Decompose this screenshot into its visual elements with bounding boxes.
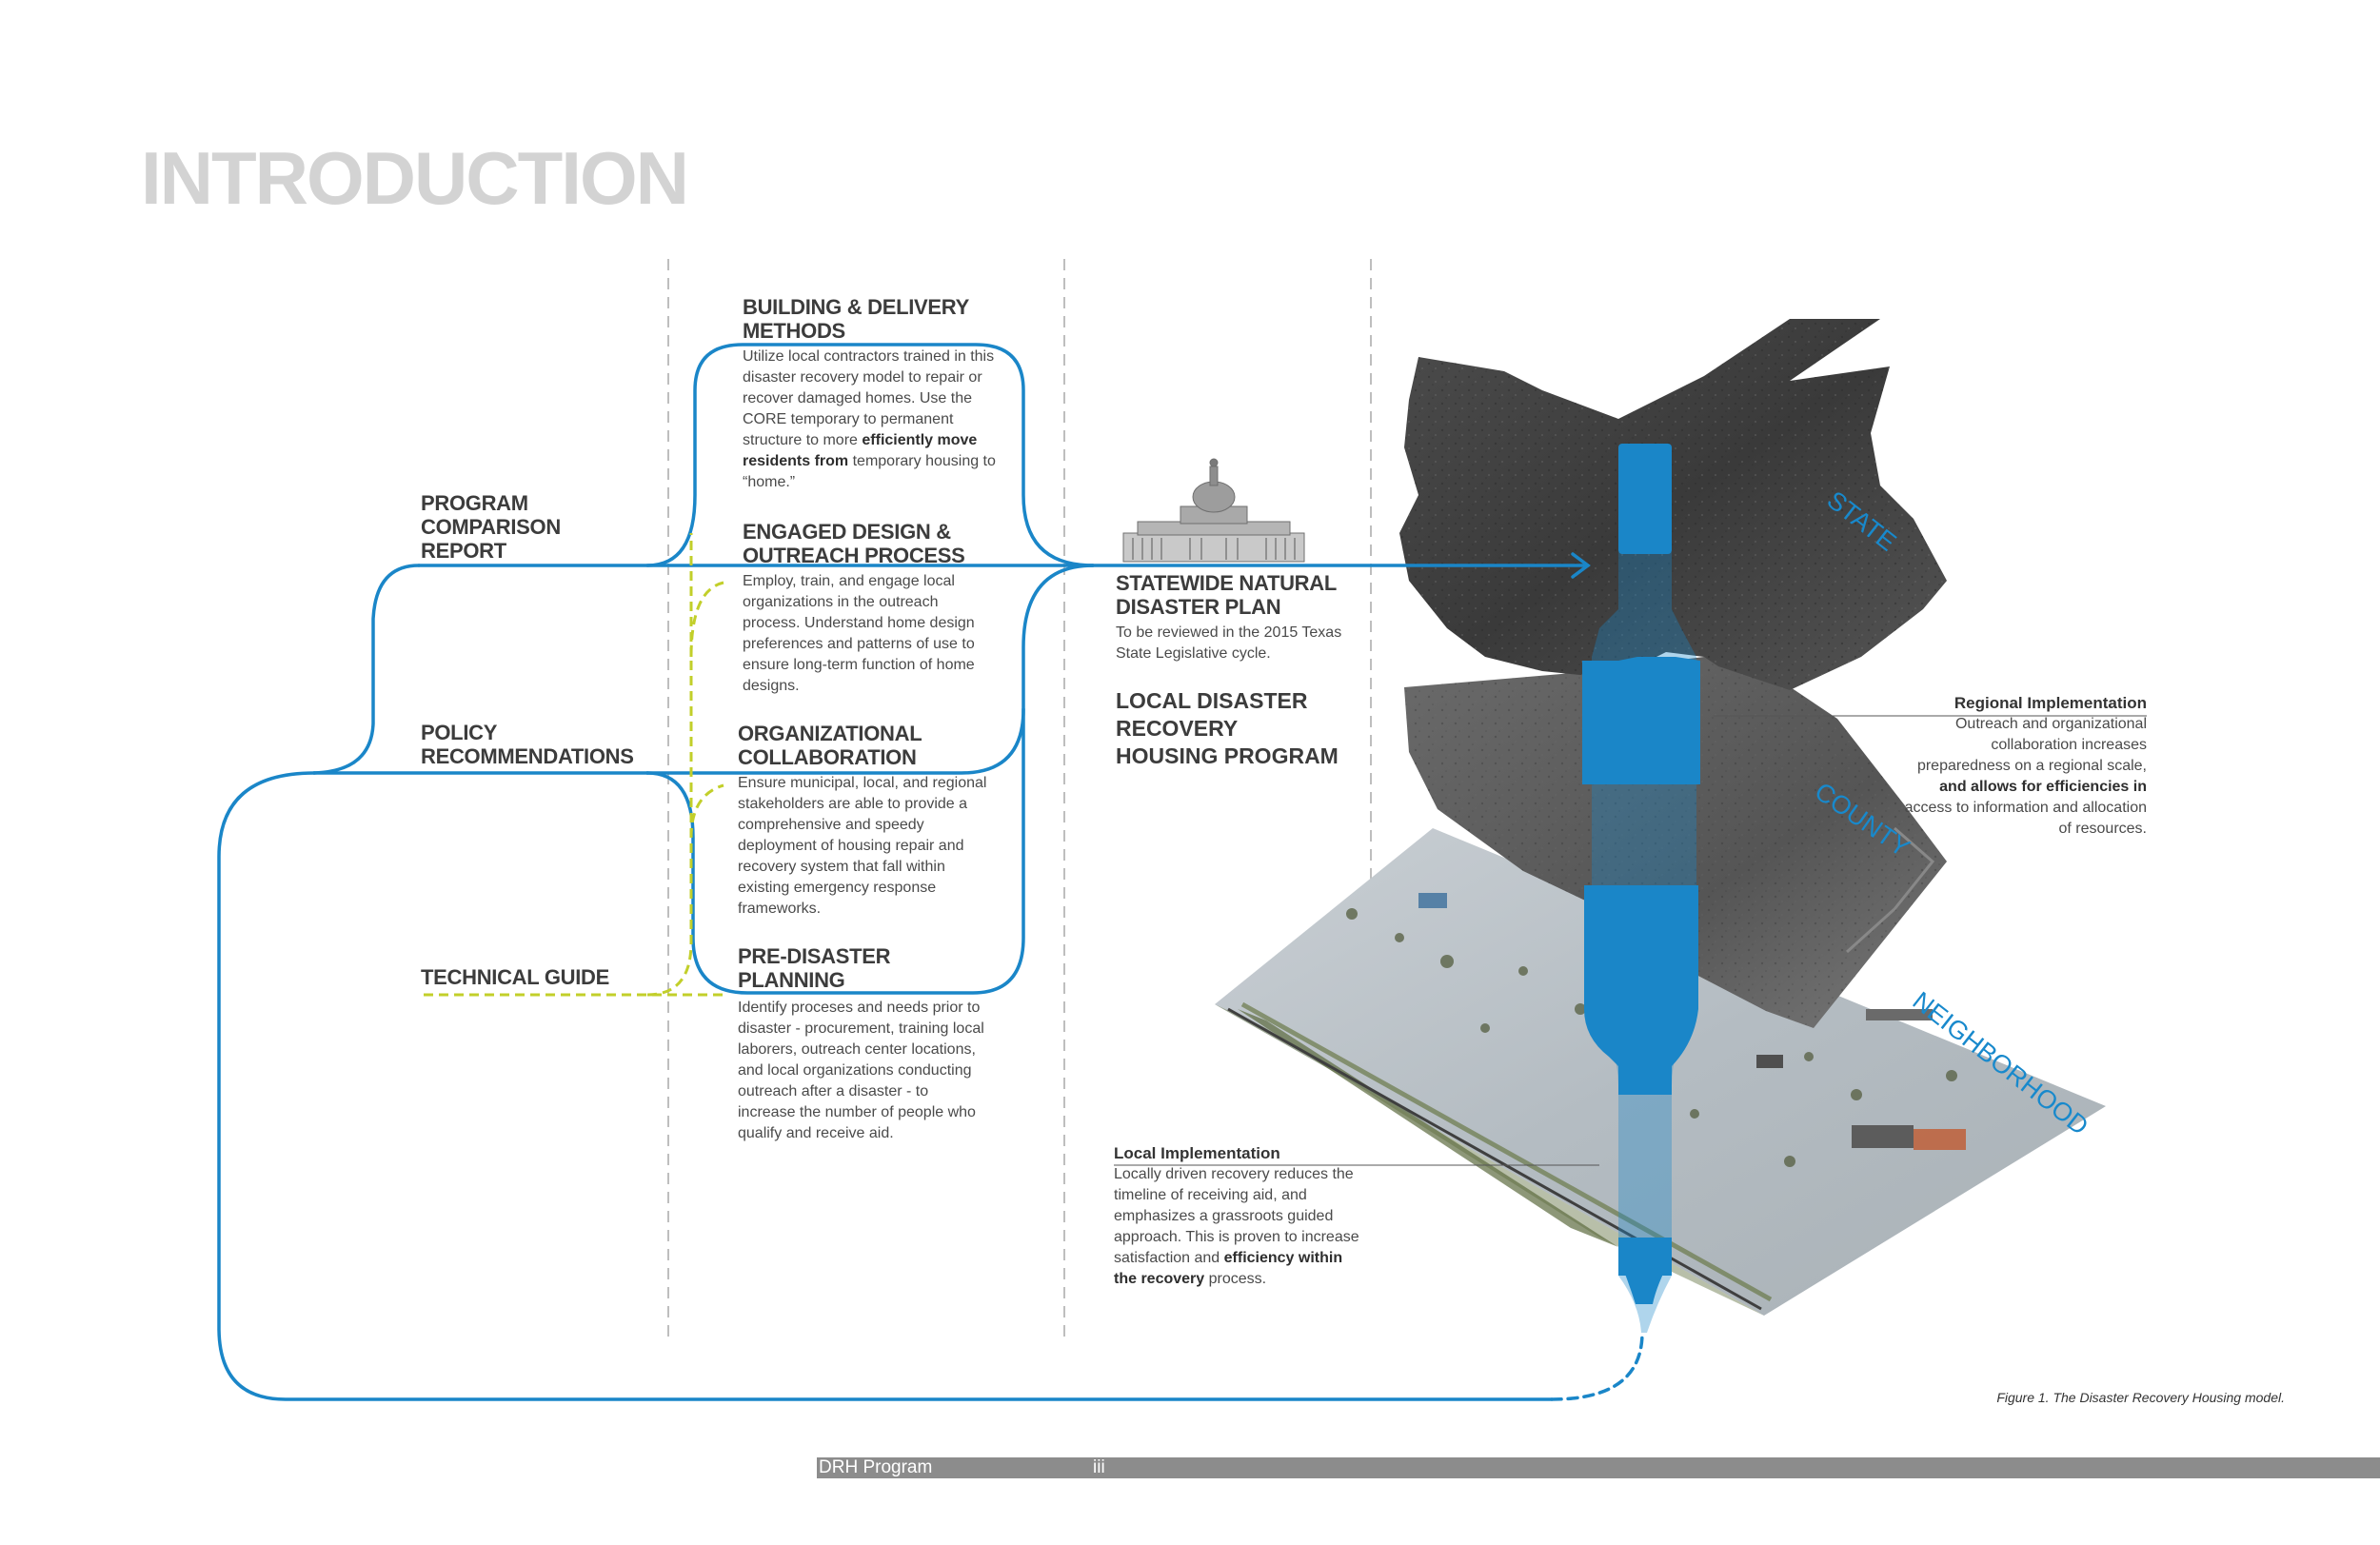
figure-caption: Figure 1. The Disaster Recovery Housing … [1996, 1390, 2285, 1405]
callout-body-text: Outreach and organizational collaboratio… [1916, 716, 2147, 774]
method-organizational-collaboration: ORGANIZATIONAL COLLABORATION Ensure muni… [738, 722, 1000, 920]
callout-body-tail: process. [1208, 1271, 1267, 1287]
method-body: Identify proceses and needs prior to dis… [738, 1000, 984, 1141]
callout-title: Local Implementation [1114, 1144, 1280, 1162]
method-engaged-design: ENGAGED DESIGN & OUTREACH PROCESS Employ… [743, 520, 1000, 697]
statewide-plan-body: To be reviewed in the 2015 Texas State L… [1116, 624, 1342, 662]
column-dividers [667, 259, 1372, 1340]
method-body: Ensure municipal, local, and regional st… [738, 775, 987, 917]
program-comparison-label: PROGRAM COMPARISON REPORT [421, 491, 561, 563]
method-body: Utilize local contractors trained in thi… [743, 347, 1000, 493]
method-building-delivery: BUILDING & DELIVERY METHODS Utilize loca… [743, 295, 1000, 493]
local-implementation-callout: Local Implementation Locally driven reco… [1114, 1143, 1361, 1290]
callout-leaders [1114, 715, 2147, 1166]
technical-guide-lines [424, 533, 724, 997]
footer-page-number: iii [1093, 1457, 1105, 1477]
flow-lines [217, 343, 1644, 1401]
method-body-bold: efficiently move residents from [743, 432, 978, 469]
method-pre-disaster-planning: PRE-DISASTER PLANNING Identify proceses … [738, 944, 985, 1144]
policy-recommendations-label: POLICY RECOMMENDATIONS [421, 721, 634, 768]
page-title: INTRODUCTION [141, 136, 689, 220]
footer-bar: DRH Program iii [817, 1457, 2380, 1478]
callout-title: Regional Implementation [1954, 694, 2147, 712]
statewide-plan: STATEWIDE NATURAL DISASTER PLAN To be re… [1116, 571, 1363, 664]
callout-body-tail: access to information and allocation of … [1904, 800, 2147, 837]
method-title: PRE-DISASTER PLANNING [738, 944, 891, 992]
callout-body: Locally driven recovery reduces the time… [1114, 1164, 1361, 1290]
footer-program-name: DRH Program [819, 1457, 933, 1477]
statewide-plan-title: STATEWIDE NATURAL DISASTER PLAN [1116, 571, 1337, 619]
callout-body-bold: efficiency within the recovery [1114, 1250, 1343, 1287]
method-title: ORGANIZATIONAL COLLABORATION [738, 722, 922, 769]
method-title: ENGAGED DESIGN & OUTREACH PROCESS [743, 520, 965, 567]
local-program-title: LOCAL DISASTER RECOVERY HOUSING PROGRAM [1116, 688, 1339, 768]
method-body-text: Utilize local contractors trained in thi… [743, 348, 995, 448]
capitol-icon [1122, 458, 1305, 563]
method-body: Employ, train, and engage local organiza… [743, 573, 975, 694]
callout-body-text: Locally driven recovery reduces the time… [1114, 1166, 1359, 1266]
state-map [1399, 319, 1947, 690]
technical-guide-label: TECHNICAL GUIDE [421, 965, 609, 989]
callout-body: Outreach and organizational collaboratio… [1894, 714, 2147, 840]
implementation-bottle [1582, 444, 1700, 1333]
regional-implementation-callout: Regional Implementation Outreach and org… [1894, 693, 2147, 840]
method-title: BUILDING & DELIVERY METHODS [743, 295, 969, 343]
method-body-tail: temporary housing to “home.” [743, 453, 996, 490]
callout-body-bold: and allows for efficiencies in [1939, 779, 2147, 795]
county-map [1404, 657, 1947, 1028]
